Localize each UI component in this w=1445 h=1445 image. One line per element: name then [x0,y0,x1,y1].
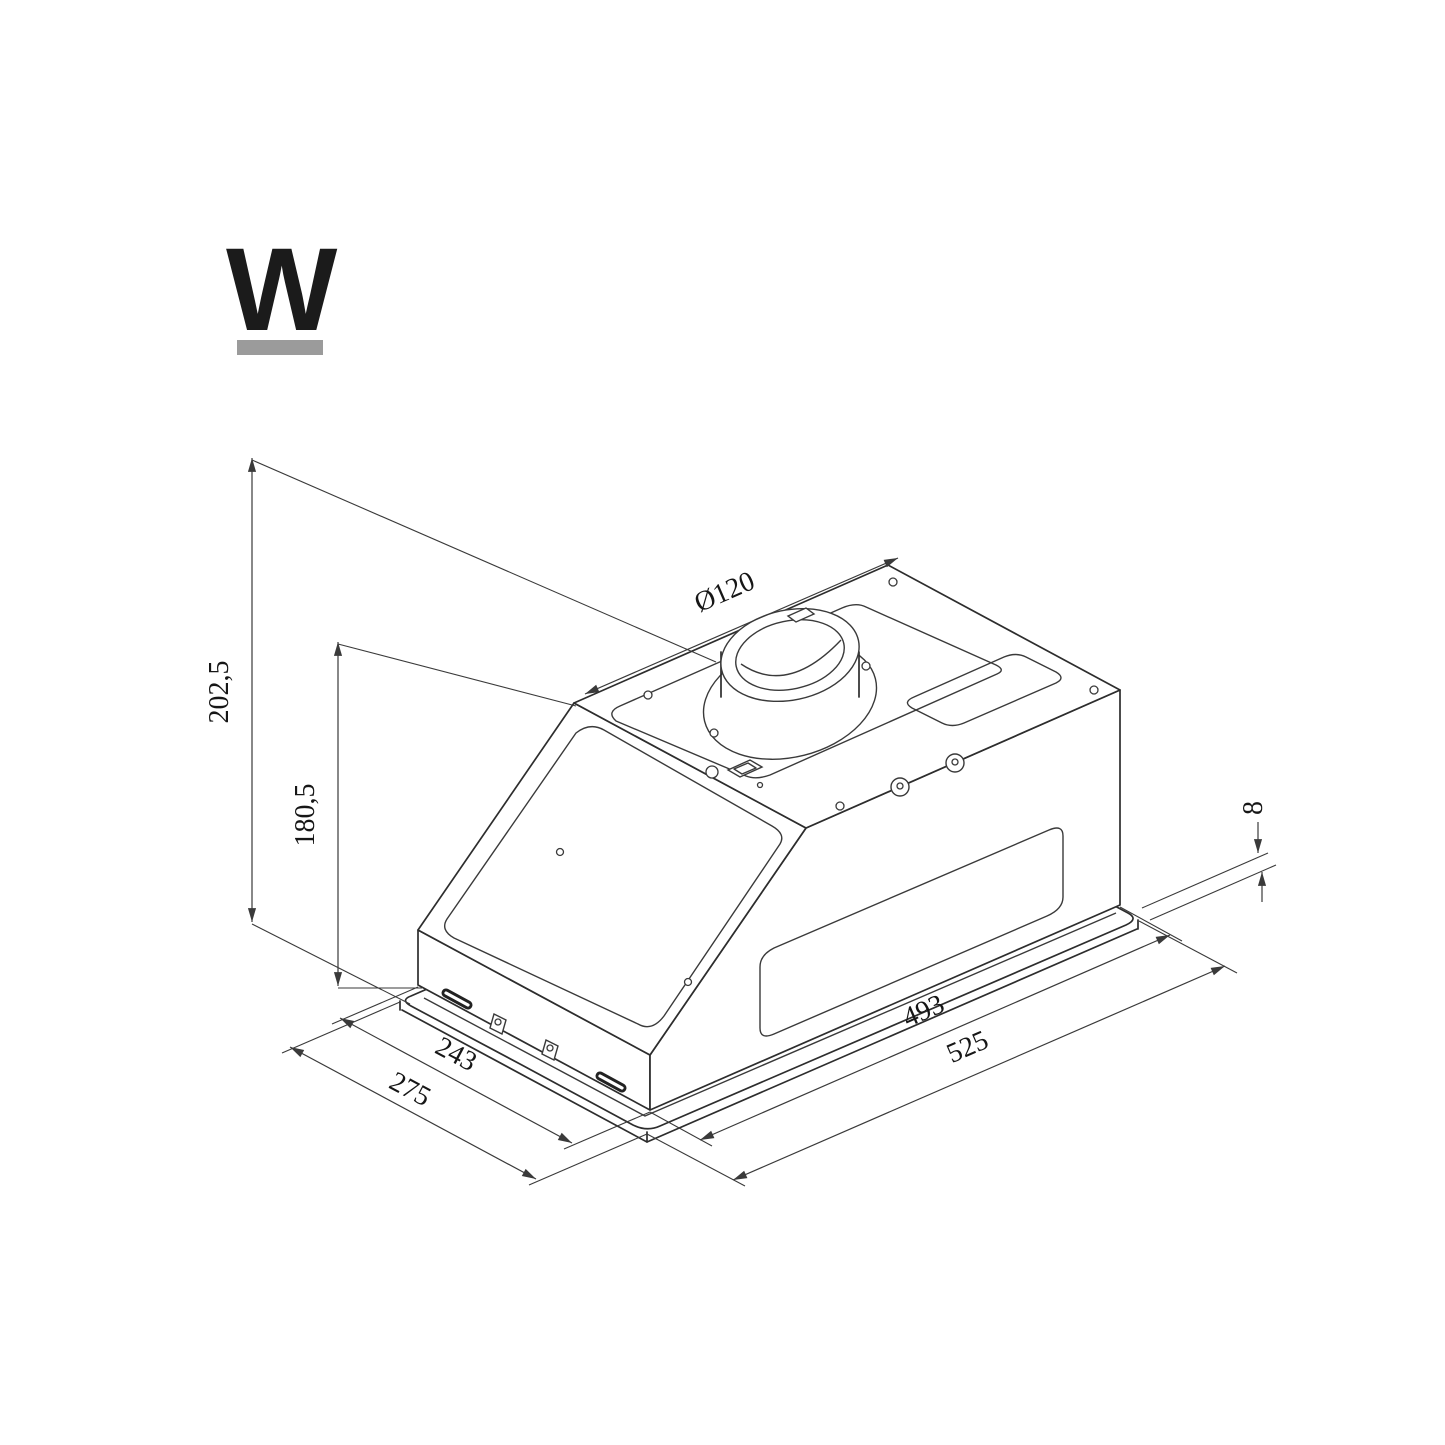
extension-line [528,1133,648,1186]
extension-line [646,1133,746,1187]
screw-icon [756,781,764,789]
screw-icon [643,690,653,700]
bracket-hole [951,758,959,766]
cable-gland-icon [705,765,719,779]
latch-clip-hole [546,1044,554,1052]
screw-icon [888,577,898,587]
extension-line [1119,906,1183,942]
dimension-body-height: 180,5 [290,642,577,989]
logo-underline-bar [237,340,323,355]
extension-line [649,1111,713,1147]
extension-line [331,986,419,1025]
junction-box [726,759,764,778]
logo: W [226,224,344,356]
mounting-slot-inner [444,991,470,1007]
dim-label-flange-thickness: 8 [1238,801,1269,815]
dim-label-duct-diameter: Ø120 [690,566,759,619]
dim-label-total-depth: 275 [384,1066,436,1113]
logo-letter: W [226,224,338,356]
extension-line [1141,852,1269,909]
screw-icon [709,728,719,738]
dimension-line [289,1046,537,1180]
extension-line [281,1001,401,1054]
extension-line [1149,864,1277,921]
dimension-line [584,557,899,695]
extension-line [1138,920,1238,974]
top-right-panel-seam [906,653,1062,727]
screw-icon [555,847,565,857]
mounting-slot-inner [598,1074,624,1090]
extension-line [251,923,411,1005]
filter-door-details [444,725,783,1028]
dim-label-total-height: 202,5 [204,661,235,724]
filter-door-seam [444,725,783,1028]
extension-line [337,643,577,707]
dimension-line [732,965,1226,1181]
screw-icon [683,977,693,987]
dimension-flange-thickness: 8 [1141,801,1277,921]
dim-label-body-height: 180,5 [290,784,321,847]
dimension-total-height: 202,5 [204,458,717,1005]
screw-icon [861,661,871,671]
screw-icon [1089,685,1099,695]
extension-line [251,459,717,663]
junction-box-inner [733,762,757,775]
latch-clip-hole [494,1018,502,1026]
bracket-hole [896,782,904,790]
screw-icon [835,801,845,811]
extension-line [563,1111,651,1150]
